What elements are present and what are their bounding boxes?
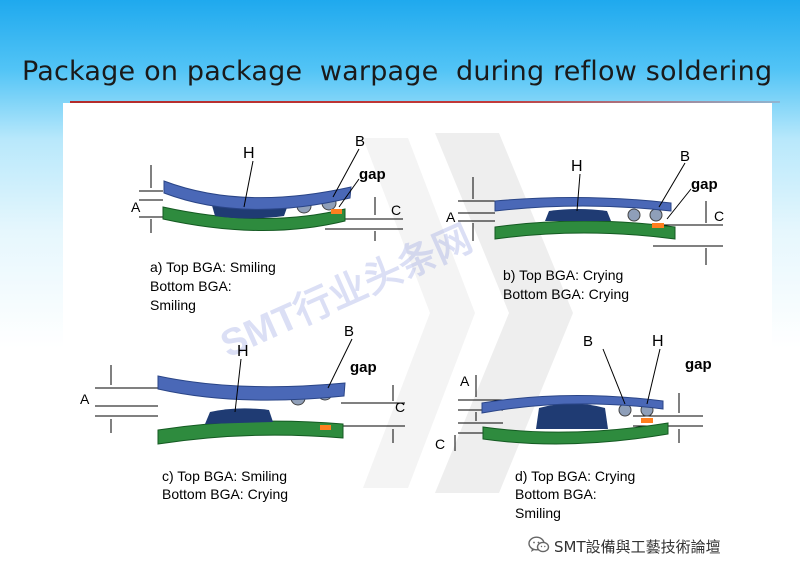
label-b-c: B <box>344 323 354 340</box>
leader-lines-b <box>576 162 692 220</box>
caption-b-line1: b) Top BGA: Crying <box>503 267 623 283</box>
label-gap-d: gap <box>685 356 712 373</box>
solder-ball-b-1 <box>627 208 641 222</box>
label-gap-a: gap <box>359 166 386 183</box>
label-h-c: H <box>237 343 249 360</box>
leader-lines-c <box>234 338 353 413</box>
top-package-a <box>163 180 352 210</box>
bottom-substrate-c <box>157 420 344 445</box>
diagram-c: H B gap A C c) Top BGA: Smiling Bottom B… <box>80 323 405 502</box>
diagram-a: H B gap A C a) Top BGA: Smiling Bottom B… <box>131 133 403 313</box>
caption-c-line2: Bottom BGA: Crying <box>162 486 288 502</box>
label-c-a: C <box>391 202 401 218</box>
caption-a-line3: Smiling <box>150 297 196 313</box>
gap-marker-b <box>652 223 664 228</box>
wechat-icon <box>528 536 550 553</box>
label-gap-b: gap <box>691 176 718 193</box>
label-h-b: H <box>571 158 583 175</box>
solder-ball-b-2 <box>649 208 663 222</box>
top-package-c <box>157 375 346 401</box>
pop-warpage-figure: SMT行业头条网 H B gap A C a) Top BGA: Sm <box>80 133 724 521</box>
caption-b-line2: Bottom BGA: Crying <box>503 286 629 302</box>
label-a-a: A <box>131 199 141 215</box>
label-b-b: B <box>680 148 690 165</box>
caption-d-line1: d) Top BGA: Crying <box>515 468 635 484</box>
diagram-d: B H gap A C d) Top BGA: Crying Bottom BG… <box>435 333 712 521</box>
label-gap-c: gap <box>350 359 377 376</box>
label-a-d: A <box>460 373 470 389</box>
dimension-lines-c <box>95 365 405 443</box>
caption-a-line2: Bottom BGA: <box>150 278 232 294</box>
label-a-b: A <box>446 209 456 225</box>
label-h-d: H <box>652 333 664 350</box>
label-b-a: B <box>355 133 365 150</box>
die-d <box>536 403 608 429</box>
leader-lines-d <box>602 348 661 405</box>
label-c-b: C <box>714 208 724 224</box>
slide-title: Package on package warpage during reflow… <box>22 56 773 87</box>
dimension-lines-b <box>458 177 723 265</box>
label-a-c: A <box>80 391 90 407</box>
gap-marker-d <box>641 418 653 423</box>
caption-d-line2: Bottom BGA: <box>515 486 597 502</box>
footer-source-text: SMT設備與工藝技術論壇 <box>554 538 721 556</box>
bottom-substrate-b <box>494 220 676 240</box>
gap-marker-a <box>331 209 342 214</box>
label-c-c: C <box>395 399 405 415</box>
label-b-d: B <box>583 333 593 350</box>
title-underline <box>70 101 780 103</box>
top-package-b <box>494 196 672 212</box>
caption-c-line1: c) Top BGA: Smiling <box>162 468 287 484</box>
label-h-a: H <box>243 145 255 162</box>
label-c-d: C <box>435 436 445 452</box>
diagram-b: H B gap A C b) Top BGA: Crying Bottom BG… <box>446 148 724 302</box>
top-package-d <box>481 394 664 414</box>
die-b <box>545 209 611 221</box>
leader-lines-a <box>243 148 360 208</box>
gap-marker-c <box>320 425 331 430</box>
caption-a-line1: a) Top BGA: Smiling <box>150 259 276 275</box>
die-c <box>205 408 273 424</box>
bottom-substrate-d <box>482 422 669 445</box>
caption-d-line3: Smiling <box>515 505 561 521</box>
